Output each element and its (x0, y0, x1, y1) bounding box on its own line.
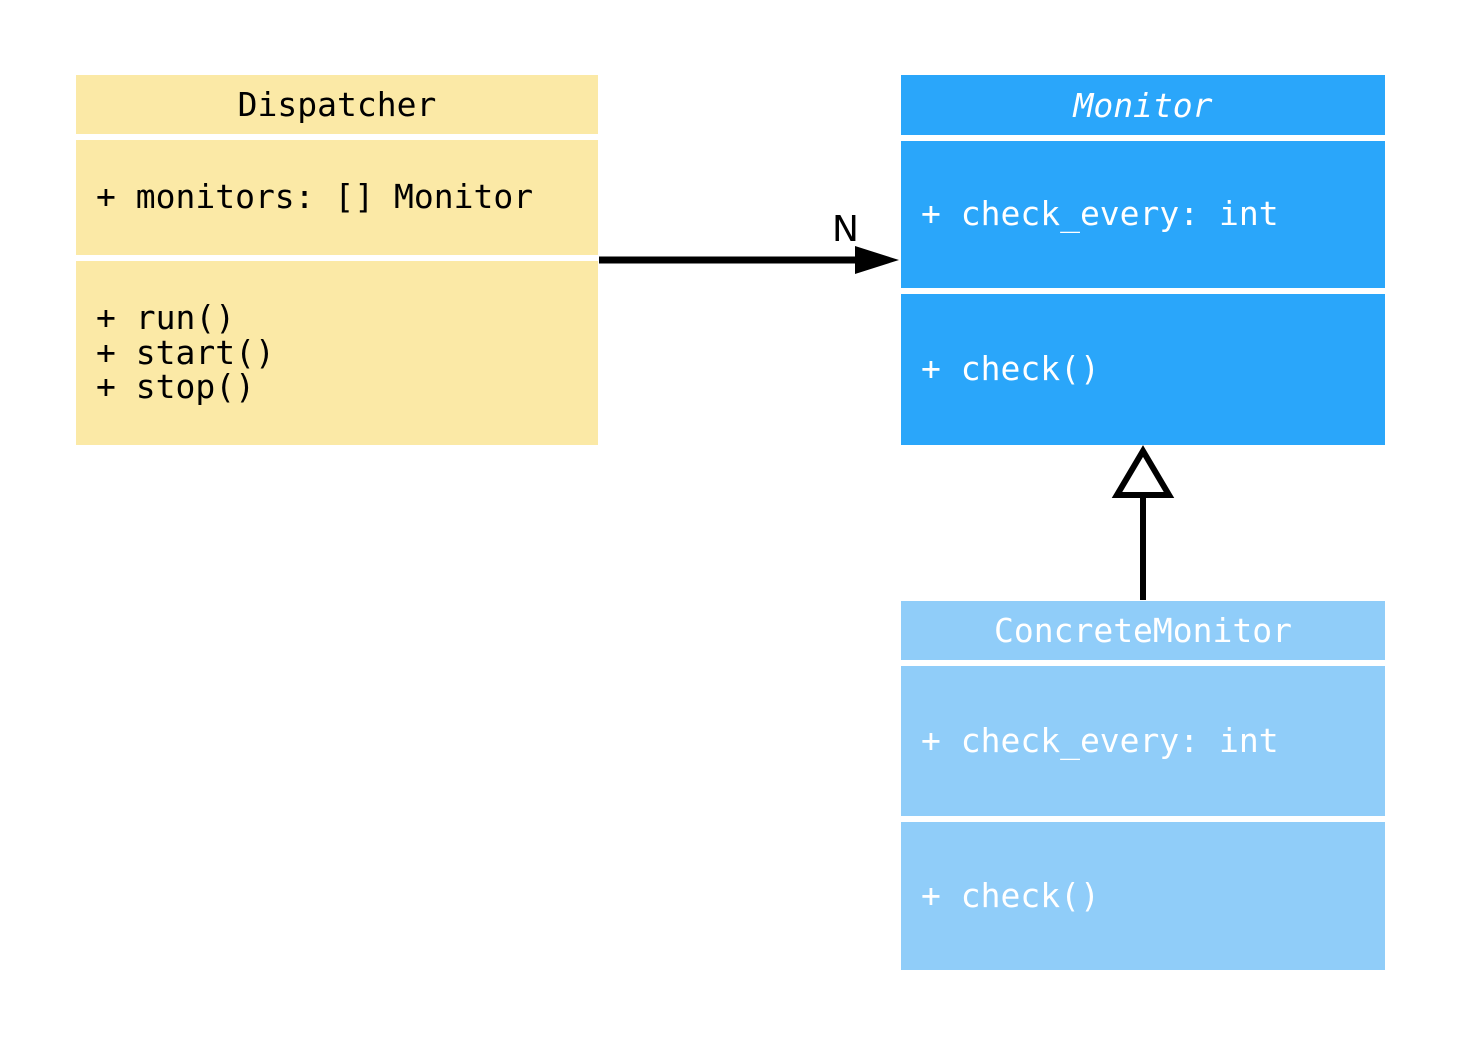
method: + check() (921, 349, 1100, 389)
class-box-concretemonitor: ConcreteMonitor + check_every: int + che… (901, 601, 1385, 970)
method: + check() (921, 875, 1100, 915)
attribute: + check_every: int (921, 720, 1279, 760)
attribute: + check_every: int (921, 194, 1279, 234)
class-methods-section: + check() (901, 294, 1385, 445)
association-arrow-dispatcher-monitor (599, 246, 899, 274)
association-multiplicity-label: N (832, 209, 859, 250)
class-name: Monitor (1073, 85, 1213, 125)
class-name: ConcreteMonitor (993, 611, 1292, 650)
attribute: + monitors: [] Monitor (96, 177, 534, 217)
class-header-dispatcher: Dispatcher (76, 75, 598, 134)
class-box-monitor: Monitor + check_every: int + check() (901, 75, 1385, 445)
method: + run() (96, 298, 236, 338)
method: + start() (96, 332, 275, 372)
class-header-concretemonitor: ConcreteMonitor (901, 601, 1385, 660)
class-attributes-section: + monitors: [] Monitor (76, 140, 598, 255)
class-header-monitor: Monitor (901, 75, 1385, 135)
class-methods-section: + run() + start() + stop() (76, 261, 598, 445)
class-attributes-section: + check_every: int (901, 666, 1385, 816)
inheritance-arrow-concretemonitor-monitor (1111, 445, 1175, 600)
class-name: Dispatcher (237, 85, 437, 124)
class-attributes-section: + check_every: int (901, 141, 1385, 288)
class-methods-section: + check() (901, 822, 1385, 970)
method: + stop() (96, 367, 255, 407)
class-box-dispatcher: Dispatcher + monitors: [] Monitor + run(… (76, 75, 598, 445)
